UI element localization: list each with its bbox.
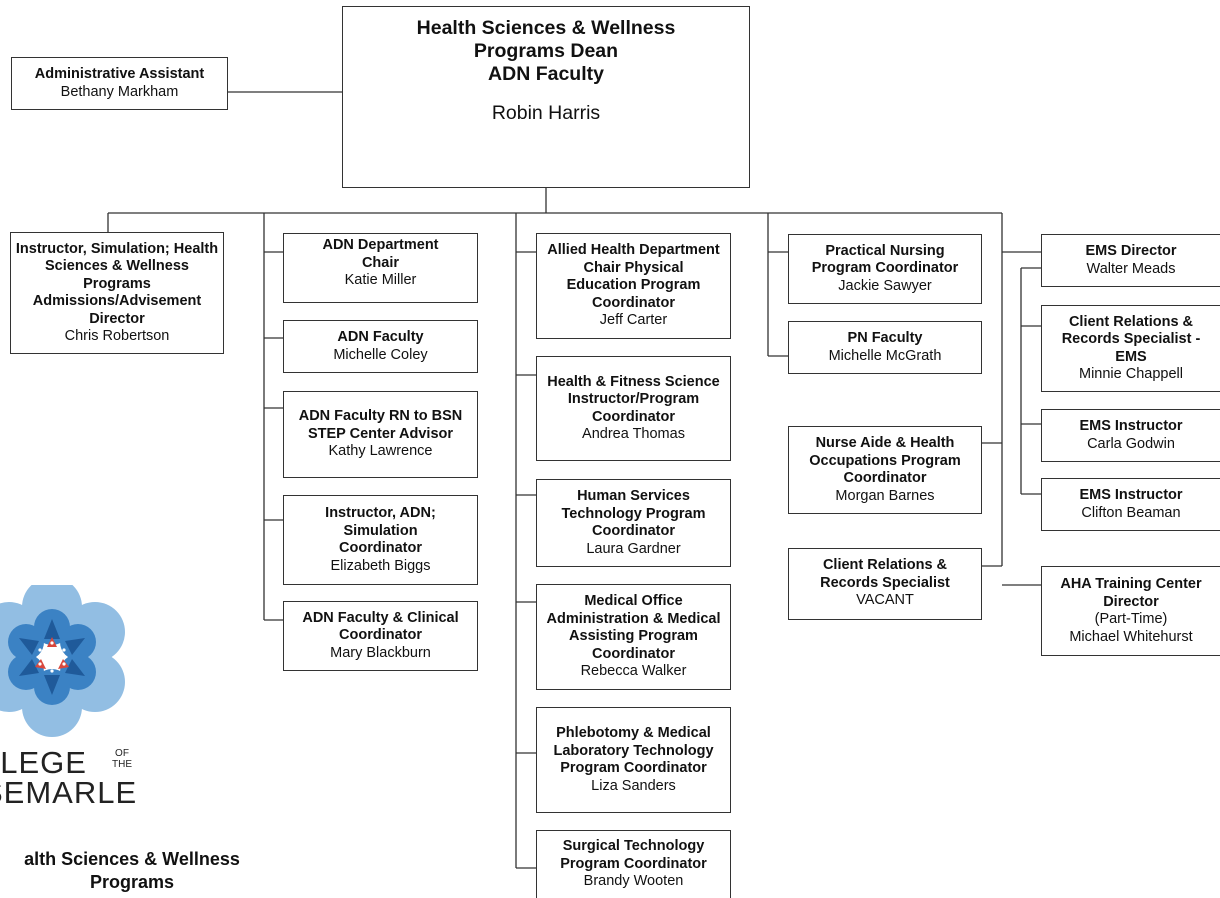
org-box-col4-0: Practical Nursing Program Coordinator Ja… [788,234,982,304]
position-title: EMS Instructor [1079,418,1183,434]
assistant-name: Bethany Markham [60,83,179,100]
footer-title: alth Sciences & Wellness Programs [24,849,240,892]
assistant-box: Administrative Assistant Bethany Markham [11,57,228,110]
org-box-col3-0: Allied Health Department Chair Physical … [536,233,731,339]
position-title: EMS Instructor [1079,487,1183,503]
logo-text-line-2: SEMARLE [0,775,138,805]
person-name: Chris Robertson [64,328,170,344]
org-box-col2-2: ADN Faculty RN to BSN STEP Center Adviso… [283,391,478,478]
position-title: Practical Nursing Program Coordinator [811,242,959,277]
person-name: Brandy Wooten [583,873,684,890]
position-title: ADN Faculty [337,329,424,345]
person-name: Andrea Thomas [582,426,685,442]
person-name: Mary Blackburn [330,644,431,661]
org-box-col4-2: Nurse Aide & Health Occupations Program … [788,426,982,514]
position-title: Nurse Aide & Health Occupations Program … [809,435,961,486]
person-name: Laura Gardner [586,540,681,557]
org-box-col5-3: EMS Instructor Clifton Beaman [1041,478,1220,531]
org-box-col2-0: ADN Department Chair Katie Miller [283,233,478,303]
person-name: Walter Meads [1086,260,1176,277]
person-name: Michelle Coley [333,346,428,363]
position-title: ADN Faculty RN to BSN STEP Center Adviso… [298,408,463,442]
logo-of-the: OF THE [112,748,132,770]
person-name: Morgan Barnes [835,487,935,504]
position-title: Client Relations & Records Specialist - … [1061,313,1201,365]
org-box-col3-4: Phlebotomy & Medical Laboratory Technolo… [536,707,731,813]
logo-text-line-1: LLEGE [0,745,87,780]
dean-name: Robin Harris [491,102,601,124]
position-title: Health & Fitness Science Instructor/Prog… [547,373,720,425]
org-box-col3-2: Human Services Technology Program Coordi… [536,479,731,567]
person-name: Elizabeth Biggs [330,557,431,574]
org-box-col2-3: Instructor, ADN; Simulation Coordinator … [283,495,478,585]
org-box-col1-0: Instructor, Simulation; Health Sciences … [10,232,224,354]
dean-title-line-3: ADN Faculty [488,63,604,85]
org-box-col4-3: Client Relations & Records Specialist VA… [788,548,982,620]
person-name: Michael Whitehurst [1069,628,1193,645]
org-box-col5-1: Client Relations & Records Specialist - … [1041,305,1220,392]
assistant-title: Administrative Assistant [34,66,205,82]
person-name: Minnie Chappell [1079,366,1183,382]
org-box-col3-3: Medical Office Administration & Medical … [536,584,731,690]
person-name: Clifton Beaman [1081,504,1181,521]
dean-title-line-2: Programs Dean [473,40,619,62]
person-name: Jackie Sawyer [838,277,932,294]
position-title: Human Services Technology Program Coordi… [561,488,706,539]
position-title: Allied Health Department Chair Physical … [547,242,720,311]
person-name: Kathy Lawrence [328,443,433,460]
org-box-col2-1: ADN Faculty Michelle Coley [283,320,478,373]
person-name: Liza Sanders [591,777,676,794]
position-title: Client Relations & Records Specialist [820,557,950,591]
dean-title-line-1: Health Sciences & Wellness [416,17,676,39]
logo-mandala-icon [0,585,125,737]
position-title: PN Faculty [847,330,923,346]
person-name: Rebecca Walker [580,663,687,680]
person-name: VACANT [856,592,914,608]
position-title: ADN Department Chair [322,237,439,271]
position-title: Instructor, Simulation; Health Sciences … [15,240,219,327]
person-name: Jeff Carter [599,312,668,329]
position-title: AHA Training Center Director [1060,576,1202,610]
org-box-col5-0: EMS Director Walter Meads [1041,234,1220,287]
org-box-col5-2: EMS Instructor Carla Godwin [1041,409,1220,462]
position-title: EMS Director [1085,243,1177,259]
position-title: Phlebotomy & Medical Laboratory Technolo… [553,725,714,776]
position-title: Medical Office Administration & Medical … [546,593,721,662]
dean-box: Health Sciences & Wellness Programs Dean… [342,6,750,188]
position-subtitle: (Part-Time) [1094,611,1168,627]
person-name: Carla Godwin [1087,435,1175,452]
position-title: Surgical Technology Program Coordinator [560,838,707,872]
position-title: ADN Faculty & Clinical Coordinator [302,609,459,644]
org-box-col5-4: AHA Training Center Director (Part-Time)… [1041,566,1220,656]
position-title: Instructor, ADN; Simulation Coordinator [325,505,436,556]
org-box-col3-1: Health & Fitness Science Instructor/Prog… [536,356,731,461]
person-name: Katie Miller [344,272,417,288]
college-logo: LLEGE OF THE SEMARLE [0,585,160,805]
org-box-col2-4: ADN Faculty & Clinical Coordinator Mary … [283,601,478,671]
org-box-col3-5: Surgical Technology Program Coordinator … [536,830,731,898]
org-box-col4-1: PN Faculty Michelle McGrath [788,321,982,374]
person-name: Michelle McGrath [828,347,942,364]
